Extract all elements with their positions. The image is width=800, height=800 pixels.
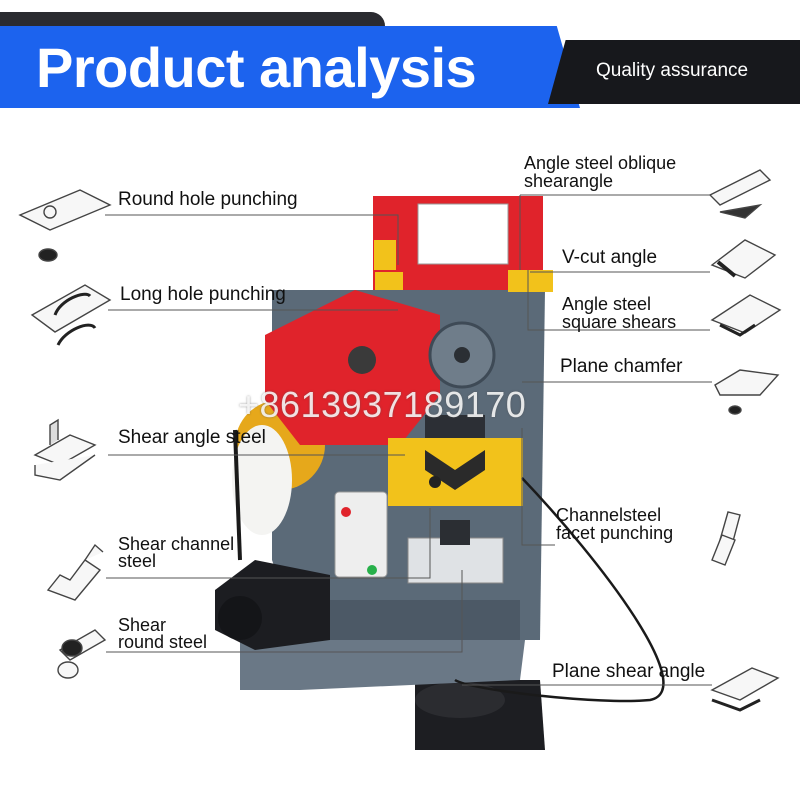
label-oblique-line1: Angle steel oblique [524, 153, 677, 173]
nameplate [417, 203, 509, 265]
icon-plane-shear [710, 667, 780, 712]
label-shear-channel-line1: Shear channel [118, 534, 235, 554]
label-shear-round-line1: Shear [118, 615, 167, 635]
label-chamfer: Plane chamfer [560, 356, 683, 377]
quality-badge-label: Quality assurance [596, 60, 749, 81]
label-shear-angle: Shear angle steel [118, 427, 266, 448]
quality-badge [548, 40, 800, 104]
icon-channel-facet [711, 511, 741, 566]
icon-vcut [710, 239, 777, 279]
foot-plate [415, 682, 505, 718]
icon-shear-channel [46, 543, 104, 601]
icon-long-hole [30, 284, 112, 346]
label-shear-channel-line2: steel [118, 551, 157, 571]
icon-oblique-shear [708, 169, 772, 219]
label-channel-facet-line2: facet punching [556, 523, 674, 543]
label-oblique-line2: shearangle [524, 171, 614, 191]
banner-panel [0, 26, 580, 108]
lower-panel [330, 600, 520, 640]
label-round-hole: Round hole punching [118, 189, 298, 210]
start-button-dot [367, 565, 377, 575]
label-square-line1: Angle steel [562, 294, 652, 314]
label-square-line2: square shears [562, 312, 677, 332]
label-vcut: V-cut angle [562, 247, 658, 268]
page-title: Product analysis [36, 36, 477, 99]
watermark-phone: +8613937189170 [238, 384, 527, 425]
lower-shear-plate [407, 537, 504, 584]
label-channel-facet-line1: Channelsteel [556, 505, 662, 525]
label-plane-shear: Plane shear angle [552, 661, 706, 682]
wheel-guard [232, 425, 292, 535]
label-shear-round-line2: round steel [118, 632, 208, 652]
leader-lines [105, 194, 712, 686]
icon-shear-angle [33, 418, 97, 481]
power-cable [454, 477, 665, 703]
control-box [334, 491, 388, 578]
icon-chamfer [714, 369, 780, 415]
warning-sticker [374, 240, 396, 270]
top-left-clamp [375, 272, 403, 290]
icon-square-shear [710, 294, 782, 337]
label-long-hole: Long hole punching [120, 284, 286, 305]
upper-shear-block [425, 415, 485, 439]
guard-hub [348, 346, 376, 374]
icon-shear-round [57, 629, 107, 679]
stop-button-dot [341, 507, 351, 517]
top-yellow-clamp [508, 270, 553, 292]
icon-round-hole [18, 189, 112, 262]
